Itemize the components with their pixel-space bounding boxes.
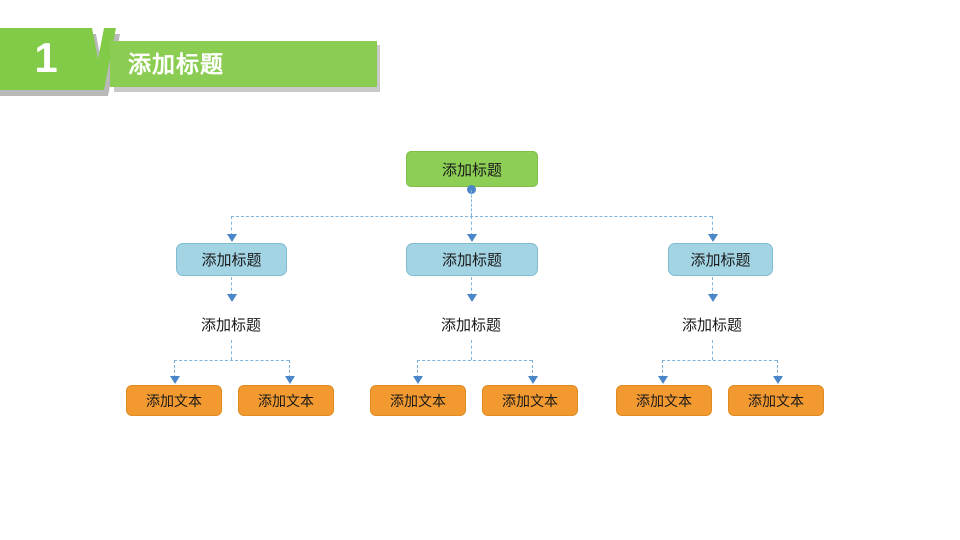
connector-sub2-stem [471,340,472,360]
arrow-leaf-3a [658,376,668,384]
arrow-leaf-3b [773,376,783,384]
arrow-sub-1 [227,294,237,302]
arrow-sub-2 [467,294,477,302]
sub-label-3[interactable]: 添加标题 [652,310,772,338]
mid-node-2[interactable]: 添加标题 [406,243,538,276]
connector-mid2-to-sub2 [471,277,472,296]
header-number-block [0,28,104,90]
leaf-node-2a-label: 添加文本 [390,392,446,409]
connector-leaf-1b-drop [289,360,290,378]
leaf-node-1b-label: 添加文本 [258,392,314,409]
connector-root-stem [471,190,472,216]
page-title: 添加标题 [128,51,224,77]
root-connector-dot [467,185,476,194]
root-node[interactable]: 添加标题 [406,151,538,187]
arrow-leaf-2b [528,376,538,384]
leaf-node-1a[interactable]: 添加文本 [126,385,222,416]
connector-drop-branch-3 [712,216,713,236]
header-number: 1 [34,34,58,81]
connector-sub2-bus [417,360,532,361]
connector-sub3-stem [712,340,713,360]
arrow-sub-3 [708,294,718,302]
arrow-branch-3 [708,234,718,242]
connector-drop-branch-1 [231,216,232,236]
sub-label-3-text: 添加标题 [681,316,742,334]
header-title-bar [110,41,377,87]
leaf-node-3a-label: 添加文本 [636,392,692,409]
slide-header: 1 添加标题 [0,28,390,96]
mid-node-1[interactable]: 添加标题 [176,243,287,276]
arrow-leaf-1b [285,376,295,384]
leaf-node-2b-label: 添加文本 [502,392,558,409]
connector-mid1-to-sub1 [231,277,232,296]
connector-sub1-stem [231,340,232,360]
arrow-branch-1 [227,234,237,242]
sub-label-1-text: 添加标题 [200,316,261,334]
mid-node-1-label: 添加标题 [201,252,262,269]
leaf-node-3b[interactable]: 添加文本 [728,385,824,416]
arrow-leaf-2a [413,376,423,384]
mid-node-3-label: 添加标题 [690,252,751,269]
connector-sub1-bus [174,360,289,361]
connector-mid3-to-sub3 [712,277,713,296]
connector-leaf-1a-drop [174,360,175,378]
mid-node-3[interactable]: 添加标题 [668,243,773,276]
leaf-node-3b-label: 添加文本 [748,392,804,409]
sub-label-2[interactable]: 添加标题 [411,310,531,338]
leaf-node-2b[interactable]: 添加文本 [482,385,578,416]
connector-leaf-2a-drop [417,360,418,378]
connector-leaf-2b-drop [532,360,533,378]
connector-sub3-bus [662,360,777,361]
connector-leaf-3b-drop [777,360,778,378]
leaf-node-2a[interactable]: 添加文本 [370,385,466,416]
mid-node-2-label: 添加标题 [441,252,502,269]
sub-label-2-text: 添加标题 [440,316,501,334]
leaf-node-1b[interactable]: 添加文本 [238,385,334,416]
arrow-leaf-1a [170,376,180,384]
root-node-label: 添加标题 [441,161,502,179]
leaf-node-1a-label: 添加文本 [146,392,202,409]
sub-label-1[interactable]: 添加标题 [171,310,291,338]
connector-leaf-3a-drop [662,360,663,378]
leaf-node-3a[interactable]: 添加文本 [616,385,712,416]
connector-drop-branch-2 [471,216,472,236]
arrow-branch-2 [467,234,477,242]
